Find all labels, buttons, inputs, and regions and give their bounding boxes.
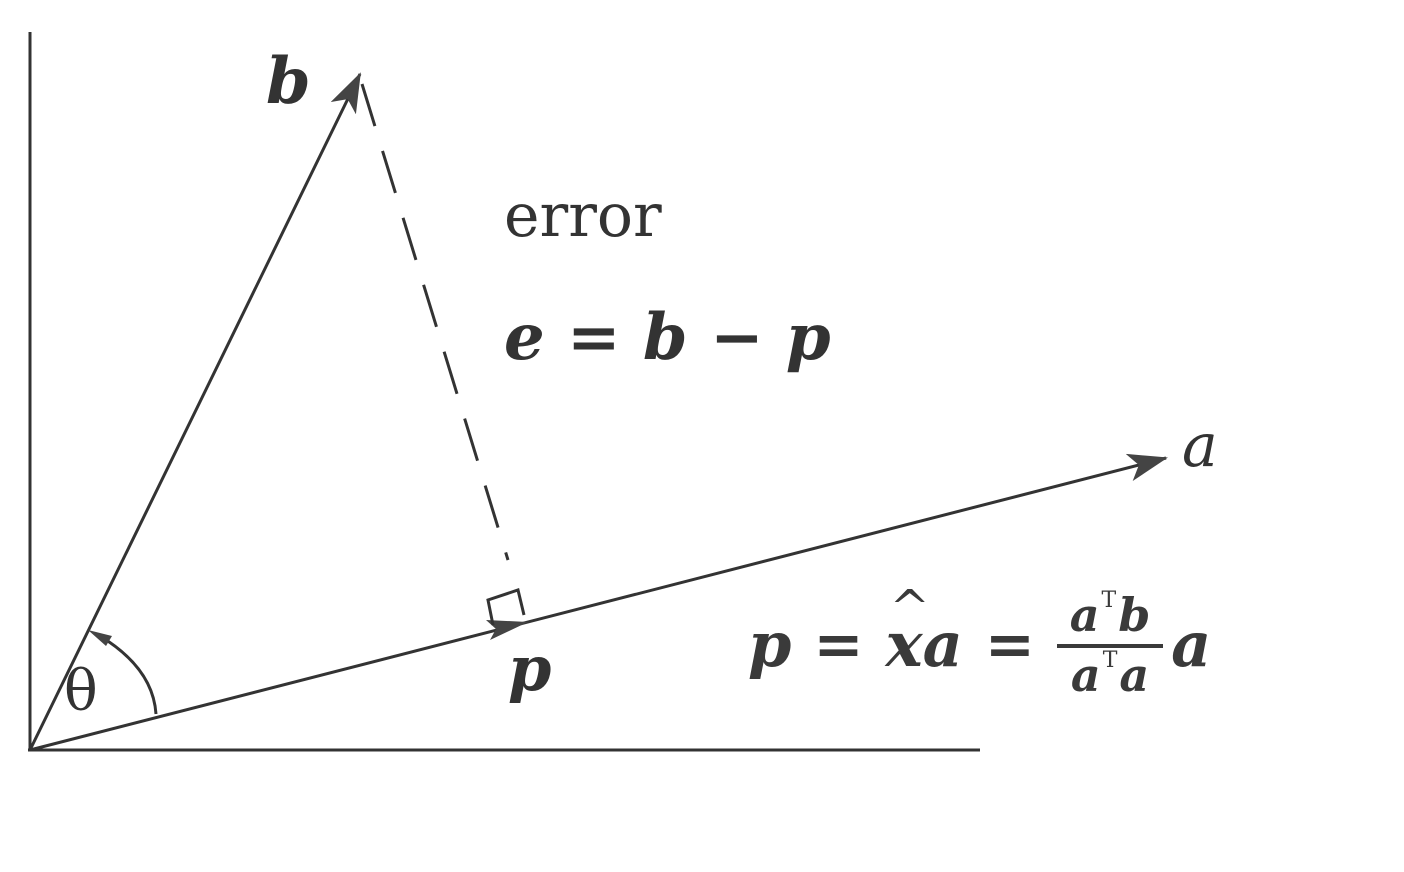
right-angle-marker [486, 588, 526, 626]
label-b: b [266, 44, 311, 119]
formula-tail-a: a [1171, 608, 1212, 681]
denominator-a1: a [1070, 648, 1101, 702]
formula-x: x [885, 608, 923, 681]
formula-fraction: a T b a T a [1057, 588, 1164, 702]
formula-hat: ^ [889, 580, 930, 636]
formula-xhat: ^ x [886, 584, 930, 676]
fraction-denominator: a T a [1070, 648, 1150, 702]
projection-formula: p = ^ x a = a T b a T a a [748, 584, 1212, 702]
error-dashed-line [360, 83, 510, 561]
formula-a: a [922, 608, 963, 681]
formula-equals-2: = [984, 610, 1036, 680]
numerator-b: b [1118, 588, 1151, 642]
denominator-a2: a [1119, 648, 1150, 702]
formula-p: p [748, 608, 792, 681]
projection-p-arrowhead [486, 620, 528, 640]
numerator-a: a [1069, 588, 1100, 642]
fraction-numerator: a T b [1069, 588, 1151, 644]
fraction-bar [1057, 644, 1164, 648]
error-equation: e = b − p [504, 300, 831, 375]
vector-b [28, 72, 362, 751]
label-error: error [504, 181, 662, 251]
angle-arc-arrowhead [88, 630, 112, 646]
angle-arc [99, 634, 158, 715]
label-a: a [1182, 411, 1218, 481]
denominator-transpose: T [1102, 648, 1118, 673]
vector-a [29, 453, 1168, 752]
label-p: p [508, 632, 552, 705]
label-theta: θ [64, 659, 98, 724]
formula-equals-1: = [813, 610, 864, 680]
numerator-transpose: T [1101, 588, 1117, 613]
